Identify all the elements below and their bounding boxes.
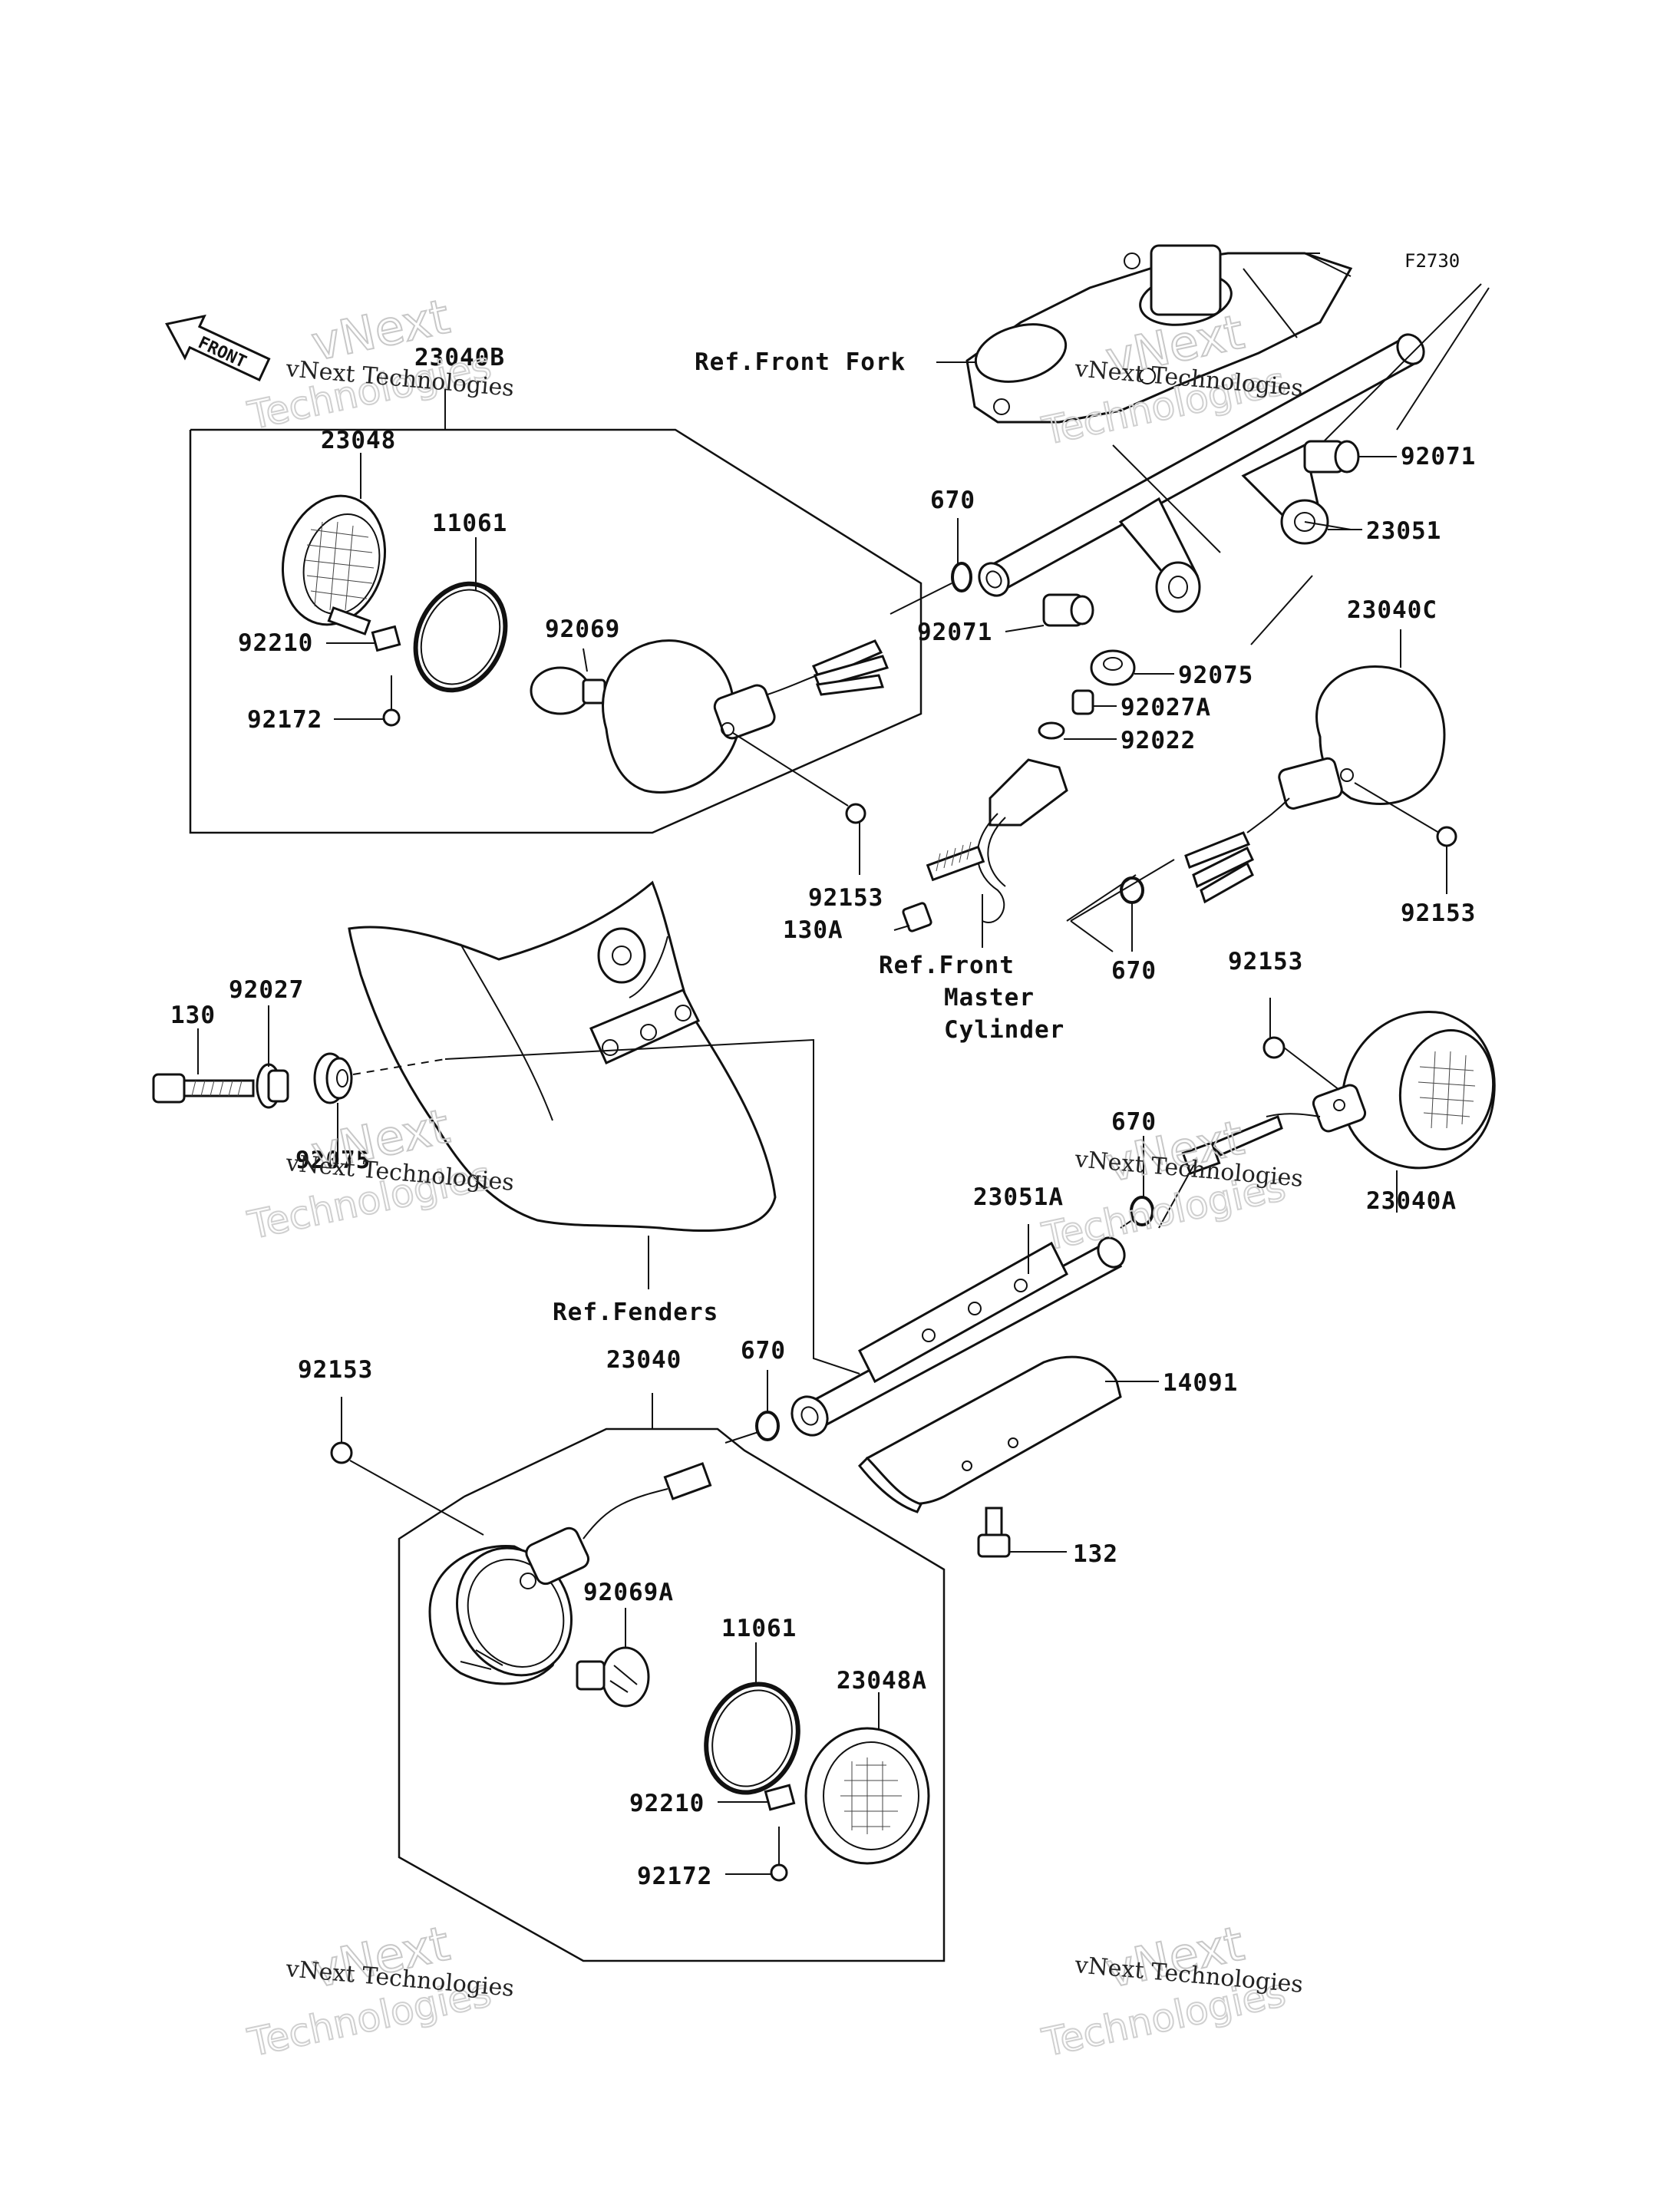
screw-92153-d [330, 1441, 353, 1464]
label-670-c: 670 [1111, 1108, 1157, 1136]
turn-signal-housing-top [602, 639, 890, 794]
label-132: 132 [1073, 1540, 1118, 1568]
assembly-frame-23040B [189, 428, 923, 834]
o-ring-670-d [755, 1411, 780, 1441]
screw-92153-a [845, 803, 866, 824]
signal-stay-23051A [790, 1236, 1126, 1437]
ref-front-fork: Ref.Front Fork [695, 348, 906, 376]
label-130A: 130A [783, 916, 843, 944]
label-92172-bottom: 92172 [637, 1863, 712, 1890]
label-670-a: 670 [930, 487, 975, 514]
master-cylinder-bracket [976, 758, 1068, 923]
label-92069A: 92069A [583, 1579, 674, 1606]
label-670-b: 670 [1111, 957, 1157, 985]
bulb-92069 [530, 666, 606, 715]
lens-23048A [804, 1727, 930, 1865]
label-92153-c: 92153 [1228, 948, 1303, 975]
washer-92022 [1038, 721, 1065, 740]
ref-front-master-line1: Ref.Front [879, 952, 1015, 979]
label-23040C: 23040C [1347, 596, 1437, 624]
screw-92172-bottom [770, 1863, 788, 1882]
label-92075-a: 92075 [1178, 662, 1253, 689]
label-23051: 23051 [1366, 517, 1441, 545]
label-92071-b: 92071 [917, 619, 992, 646]
label-11061-top: 11061 [432, 510, 507, 537]
front-fork-clamp [965, 244, 1353, 424]
label-14091: 14091 [1163, 1369, 1238, 1397]
watermark-top-left: vNext Technologies [243, 287, 496, 439]
label-23051A: 23051A [973, 1183, 1064, 1211]
label-670-d: 670 [741, 1337, 786, 1365]
o-ring-670-a [951, 562, 972, 592]
figure-code: F2730 [1404, 250, 1460, 272]
clip-92210-bottom [764, 1784, 796, 1811]
label-11061-bottom: 11061 [721, 1615, 797, 1642]
label-92071-a: 92071 [1401, 443, 1476, 470]
clip-92210-top [371, 625, 401, 652]
label-130: 130 [170, 1002, 216, 1029]
ref-front-master-line3: Cylinder [944, 1016, 1064, 1044]
label-23040B: 23040B [414, 344, 505, 371]
label-92153-d: 92153 [298, 1356, 373, 1384]
label-92022: 92022 [1121, 727, 1196, 754]
lens-23048 [281, 494, 387, 635]
collar-92027 [256, 1063, 289, 1109]
label-92027A: 92027A [1121, 694, 1211, 721]
label-92069: 92069 [545, 616, 620, 643]
label-23040: 23040 [606, 1346, 682, 1374]
label-92153-a: 92153 [808, 884, 883, 912]
front-arrow-icon: FRONT [165, 314, 271, 381]
bolt-130A [902, 841, 985, 932]
bolt-130 [152, 1073, 255, 1104]
ref-fenders: Ref.Fenders [553, 1299, 718, 1326]
bulb-92069A [576, 1646, 650, 1708]
label-92075-b: 92075 [295, 1147, 371, 1174]
damper-92075-a [1090, 649, 1136, 686]
grommet-92071-a [1303, 440, 1360, 474]
label-92210-bottom: 92210 [629, 1790, 705, 1817]
grommet-92071-b [1042, 593, 1094, 627]
front-fender [348, 880, 777, 1233]
ref-front-master-line2: Master [944, 984, 1035, 1012]
screw-92172-top [382, 708, 401, 727]
label-92153-b: 92153 [1401, 899, 1476, 927]
label-23048: 23048 [321, 427, 396, 454]
turn-signal-housing-bottom [428, 1462, 712, 1685]
o-ring-670-c [1130, 1196, 1154, 1226]
label-92210-top: 92210 [238, 629, 313, 657]
label-92027: 92027 [229, 976, 304, 1004]
label-23040A: 23040A [1366, 1187, 1457, 1215]
turn-signal-housing-23040A [1181, 1011, 1496, 1175]
collar-92027A [1071, 689, 1094, 715]
label-23048A: 23048A [837, 1667, 927, 1695]
bolt-132 [977, 1507, 1011, 1558]
turn-signal-housing-23040C [1184, 665, 1446, 904]
damper-92075-b [313, 1052, 353, 1104]
screw-92153-b [1436, 826, 1457, 847]
screw-92153-c [1262, 1036, 1286, 1059]
label-92172-top: 92172 [247, 706, 322, 734]
